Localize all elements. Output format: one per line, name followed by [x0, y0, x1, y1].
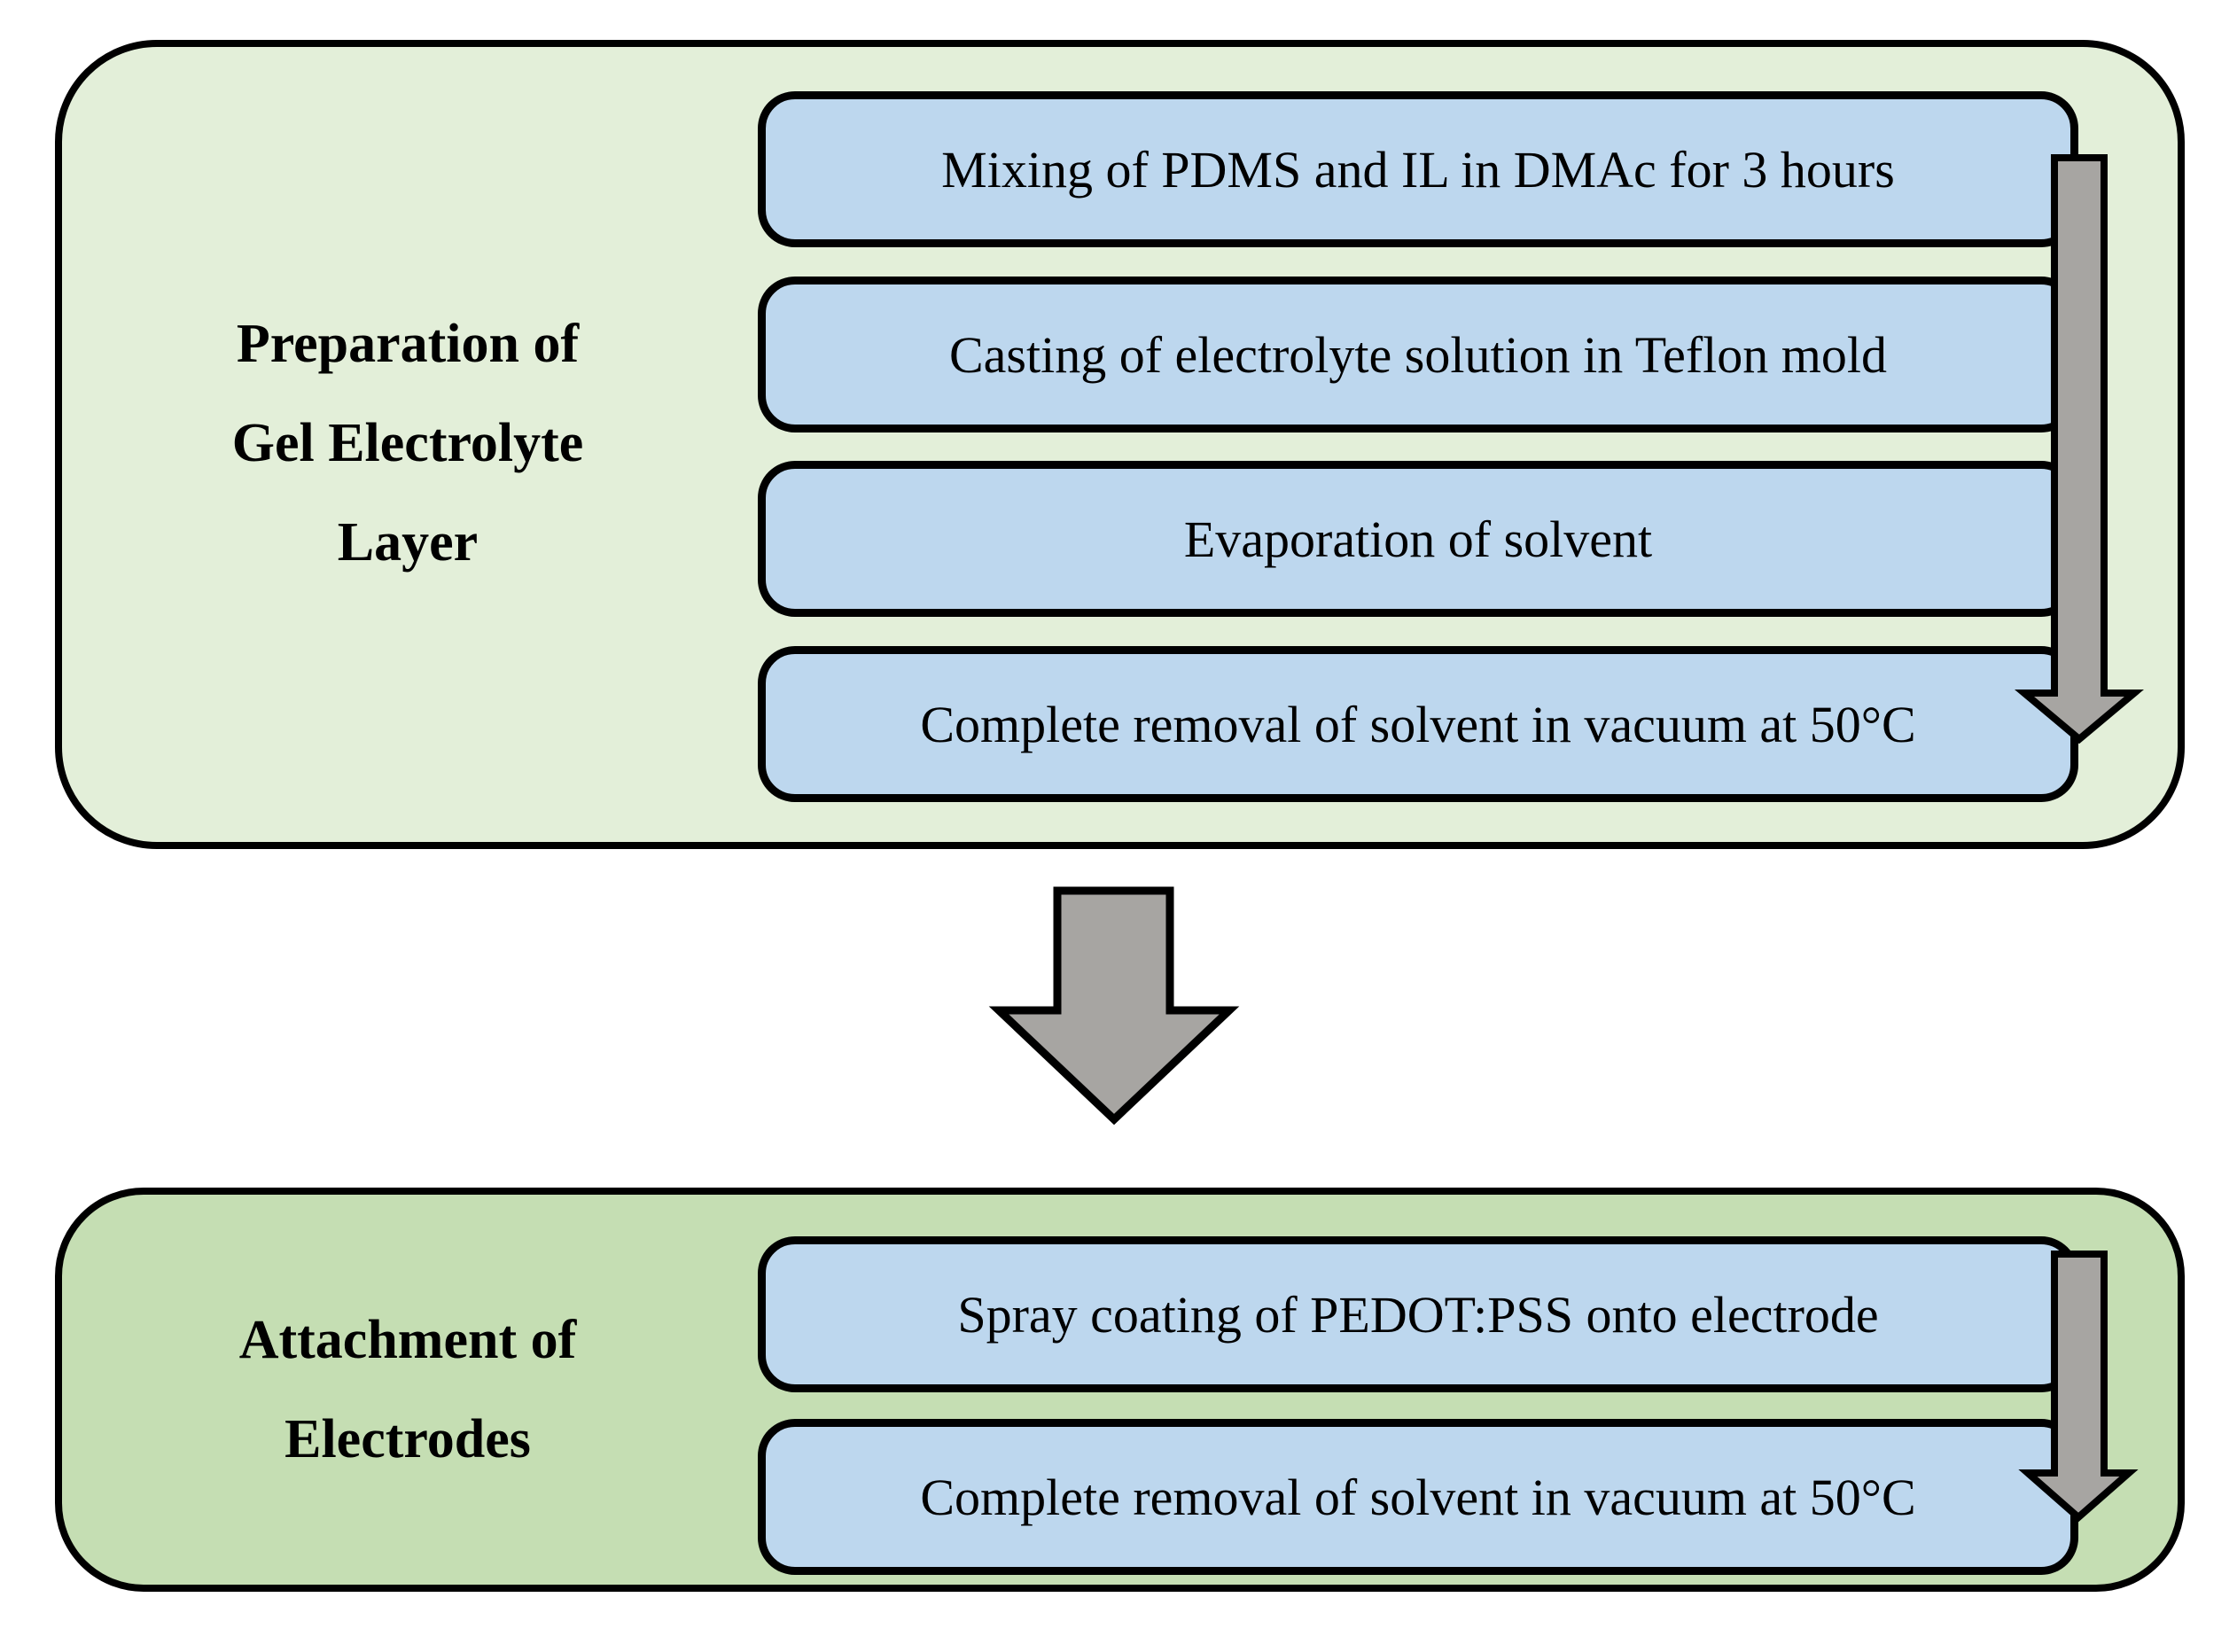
step-label: Complete removal of solvent in vacuum at… — [920, 695, 1916, 753]
step-label: Complete removal of solvent in vacuum at… — [920, 1468, 1916, 1526]
attach-section-label: Attachment of Electrodes — [238, 1310, 577, 1469]
step-label: Spray coating of PEDOT:PSS onto electrod… — [957, 1285, 1879, 1344]
step-vacuum-removal-prep: Complete removal of solvent in vacuum at… — [758, 646, 2078, 802]
step-label: Casting of electrolyte solution in Teflo… — [948, 325, 1888, 384]
step-spray-coating-pedot: Spray coating of PEDOT:PSS onto electrod… — [758, 1236, 2078, 1392]
step-vacuum-removal-attach: Complete removal of solvent in vacuum at… — [758, 1419, 2078, 1575]
section-transition-down-arrow-icon — [988, 886, 1240, 1126]
step-casting-electrolyte: Casting of electrolyte solution in Teflo… — [758, 277, 2078, 432]
step-evaporation-solvent: Evaporation of solvent — [758, 461, 2078, 617]
prep-section-label: Preparation of Gel Electrolyte Layer — [231, 314, 584, 573]
step-mixing-pdms-il: Mixing of PDMS and IL in DMAc for 3 hour… — [758, 91, 2078, 247]
step-label: Evaporation of solvent — [1183, 510, 1653, 568]
step-label: Mixing of PDMS and IL in DMAc for 3 hour… — [941, 140, 1895, 199]
